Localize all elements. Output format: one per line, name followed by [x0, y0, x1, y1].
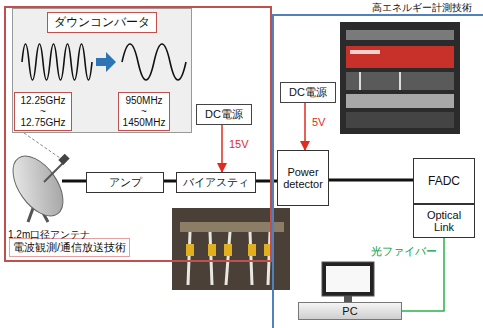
node-text: DC電源: [289, 85, 327, 100]
node-text: ダウンコンバータ: [47, 12, 157, 33]
connector: [329, 179, 413, 182]
illustration-part: [122, 44, 186, 80]
node-text: DC電源: [205, 107, 243, 122]
illustration-part: [350, 50, 380, 54]
connector: [221, 125, 223, 172]
illustration-part: [346, 46, 454, 68]
illustration-part: [3, 147, 73, 224]
bias-tee-box: バイアスティ: [176, 172, 256, 193]
technology-region: 高エネルギー計測技術DC電源Power detectorFADCOptical …: [272, 14, 483, 328]
illustration-part: [12, 8, 192, 133]
antenna-dish: [3, 133, 86, 225]
amplifier-box: アンプ: [86, 172, 164, 193]
illustration-part: [210, 232, 212, 285]
illustration-part: [58, 154, 69, 165]
illustration-part: [346, 112, 454, 128]
node-text: Optical Link: [417, 209, 471, 233]
illustration-part: [340, 22, 460, 134]
connector: [304, 103, 306, 150]
node-text: PC: [342, 305, 357, 317]
technology-region: 電波観測/通信放送技術 ダウンコンバータ 12.25GHz ~ 12.75GHz 95…: [4, 6, 272, 262]
illustration-part: [44, 162, 64, 182]
node-text: 950MHz ~ 1450MHz: [122, 95, 166, 128]
illustration-part: [226, 232, 230, 285]
illustration-part: [322, 262, 374, 296]
illustration-part: [326, 266, 370, 292]
illustration-part: [346, 72, 454, 90]
edge-label: 5V: [311, 116, 326, 128]
illustration-part: [250, 232, 252, 285]
optical-link-box: Optical Link: [413, 204, 475, 238]
pc-box: PC: [298, 302, 402, 320]
illustration-part: [188, 232, 190, 285]
power-supply-box: DC電源: [196, 104, 252, 125]
illustration-part: [359, 72, 361, 90]
converter-box: ダウンコンバータ 12.25GHz ~ 12.75GHz 950MHz ~ 1450…: [12, 8, 192, 133]
illustration-part: [22, 44, 92, 80]
edge-label: 15V: [228, 138, 250, 150]
node-text: 電波観測/通信放送技術: [9, 238, 130, 257]
illustration-part: [346, 94, 454, 108]
illustration-part: [248, 244, 256, 256]
detector-box: Power detector: [277, 150, 329, 206]
illustration-part: [224, 244, 232, 256]
node-text: Power detector: [281, 166, 325, 190]
illustration-part: [399, 72, 401, 90]
node-text: アンプ: [109, 175, 142, 190]
connector: [164, 180, 176, 183]
illustration-part: [186, 244, 194, 256]
node-text: バイアスティ: [183, 175, 249, 190]
node-text: FADC: [428, 174, 460, 188]
power-supply-box: DC電源: [280, 82, 336, 103]
illustration-part: [62, 180, 86, 183]
converter-panel: [12, 8, 192, 133]
frequency-box: 950MHz ~ 1450MHz: [118, 92, 170, 131]
illustration-part: [268, 232, 270, 285]
node-text: 高エネルギー計測技術: [369, 2, 475, 14]
part-label: 1.2m口径アンテナ: [8, 228, 90, 242]
illustration-part: [346, 30, 454, 40]
fadc-box: FADC: [413, 158, 475, 204]
node-text: 12.25GHz ~ 12.75GHz: [18, 95, 68, 128]
rack-photo: [340, 22, 460, 134]
illustration-part: [96, 52, 116, 72]
illustration-part: [24, 133, 60, 158]
illustration-part: [208, 244, 216, 256]
frequency-box: 12.25GHz ~ 12.75GHz: [14, 92, 72, 131]
edge-label: 光ファイバー: [370, 244, 438, 259]
illustration-part: [180, 222, 284, 232]
pc-monitor: [322, 262, 374, 302]
